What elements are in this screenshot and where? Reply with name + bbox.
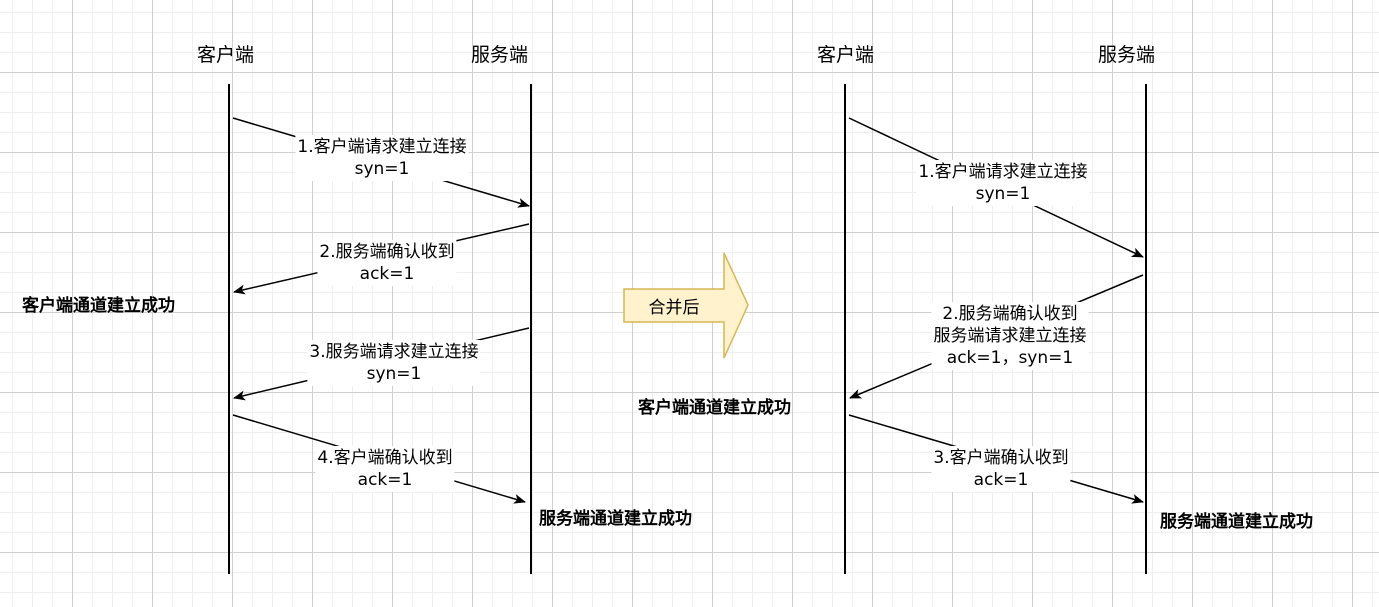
right-server-status: 服务端通道建立成功 (1160, 512, 1313, 532)
left-msg2-line1: 2.服务端确认收到 (319, 242, 455, 262)
left-msg4-line1: 4.客户端确认收到 (317, 448, 453, 468)
right-server-header: 服务端 (1098, 44, 1156, 66)
left-msg2-label: 2.服务端确认收到 ack=1 (317, 240, 457, 286)
right-msg3-line1: 3.客户端确认收到 (933, 448, 1069, 468)
right-msg1-label: 1.客户端请求建立连接 syn=1 (916, 160, 1090, 206)
right-msg3-label: 3.客户端确认收到 ack=1 (931, 446, 1071, 492)
right-msg2-line1: 2.服务端确认收到 (942, 304, 1078, 324)
right-msg1-line1: 1.客户端请求建立连接 (918, 162, 1088, 182)
left-client-status: 客户端通道建立成功 (22, 296, 175, 316)
merge-arrow-shape (623, 252, 749, 359)
merge-arrow-label: 合并后 (648, 298, 700, 318)
left-msg3-line2: syn=1 (366, 364, 422, 384)
right-msg1-line2: syn=1 (975, 184, 1031, 204)
left-msg3-label: 3.服务端请求建立连接 syn=1 (307, 340, 481, 386)
left-msg1-label: 1.客户端请求建立连接 syn=1 (295, 135, 469, 181)
left-server-status: 服务端通道建立成功 (539, 509, 692, 529)
left-msg4-label: 4.客户端确认收到 ack=1 (315, 446, 455, 492)
left-msg3-line1: 3.服务端请求建立连接 (309, 342, 479, 362)
right-client-header: 客户端 (817, 44, 875, 66)
right-client-status: 客户端通道建立成功 (638, 398, 791, 418)
right-msg2-line2: 服务端请求建立连接 (933, 326, 1087, 346)
left-client-header: 客户端 (197, 44, 255, 66)
right-msg2-line3: ack=1，syn=1 (946, 348, 1074, 368)
left-msg1-line2: syn=1 (354, 159, 410, 179)
left-msg4-line2: ack=1 (357, 470, 413, 490)
left-msg1-line1: 1.客户端请求建立连接 (297, 137, 467, 157)
right-msg2-label: 2.服务端确认收到 服务端请求建立连接 ack=1，syn=1 (931, 302, 1089, 370)
left-msg2-line2: ack=1 (359, 264, 415, 284)
right-msg3-line2: ack=1 (973, 470, 1029, 490)
left-server-header: 服务端 (471, 44, 529, 66)
